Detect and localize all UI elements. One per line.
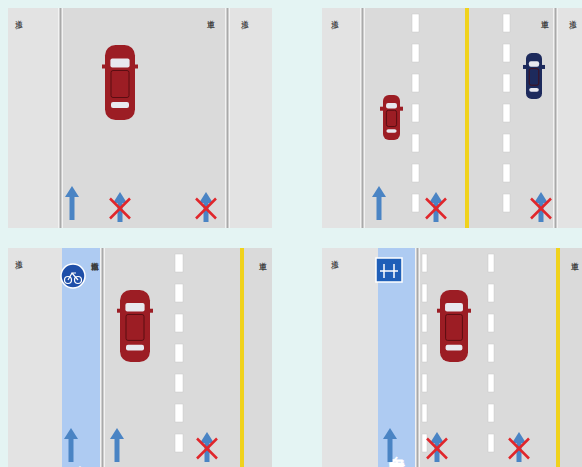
- bicycle-lane: 自転車専用通行帯: [378, 248, 415, 467]
- bicycle-sign: [61, 264, 85, 288]
- car: [117, 290, 153, 362]
- lane-dash-line: [488, 254, 494, 452]
- prohibited-direction-arrow: [426, 192, 446, 222]
- road-panel: [8, 8, 272, 228]
- center-line: [240, 248, 244, 467]
- lane-dash-line: [503, 14, 510, 212]
- prohibited-direction-arrow: [509, 432, 529, 462]
- curb-line: [555, 8, 557, 228]
- lane-dash-line: [422, 254, 427, 452]
- curb: [415, 248, 420, 467]
- prohibited-direction-arrow: [427, 432, 447, 462]
- lane-dash-line: [175, 254, 183, 452]
- lane-name: 自転車専用通行帯: [389, 443, 405, 467]
- road-panel: [8, 248, 272, 467]
- allowed-direction-arrow: [65, 186, 79, 220]
- curb-line: [362, 8, 364, 228]
- sidewalk: [8, 248, 62, 467]
- road-panel: [322, 8, 582, 228]
- allowed-direction-arrow: [110, 428, 124, 462]
- curb: [553, 8, 558, 228]
- car: [102, 45, 138, 120]
- sidewalk: [322, 248, 378, 467]
- sidewalk: [230, 8, 272, 228]
- car: [437, 290, 471, 362]
- allowed-direction-arrow: [64, 428, 78, 462]
- curb: [58, 8, 63, 228]
- allowed-direction-arrow: [383, 428, 397, 462]
- curb: [100, 248, 105, 467]
- curb: [360, 8, 365, 228]
- sidewalk: [558, 8, 582, 228]
- lane-dash-line: [412, 14, 419, 212]
- car: [523, 53, 545, 99]
- road-panel: [322, 248, 582, 467]
- curb-line: [102, 248, 104, 467]
- lane-name: 自転車道: [72, 451, 91, 467]
- prohibited-direction-arrow: [196, 192, 216, 222]
- center-line: [465, 8, 469, 228]
- car: [380, 95, 403, 140]
- curb: [225, 8, 230, 228]
- lane-sign: [376, 258, 402, 282]
- curb-line: [60, 8, 62, 228]
- bicycle-lane: 自転車道: [62, 248, 100, 467]
- sidewalk: [322, 8, 360, 228]
- center-line: [556, 248, 560, 467]
- prohibited-direction-arrow: [110, 192, 130, 222]
- curb-line: [227, 8, 229, 228]
- sidewalk: [8, 8, 58, 228]
- allowed-direction-arrow: [372, 186, 386, 220]
- prohibited-direction-arrow: [531, 192, 551, 222]
- curb-line: [417, 248, 419, 467]
- prohibited-direction-arrow: [197, 432, 217, 462]
